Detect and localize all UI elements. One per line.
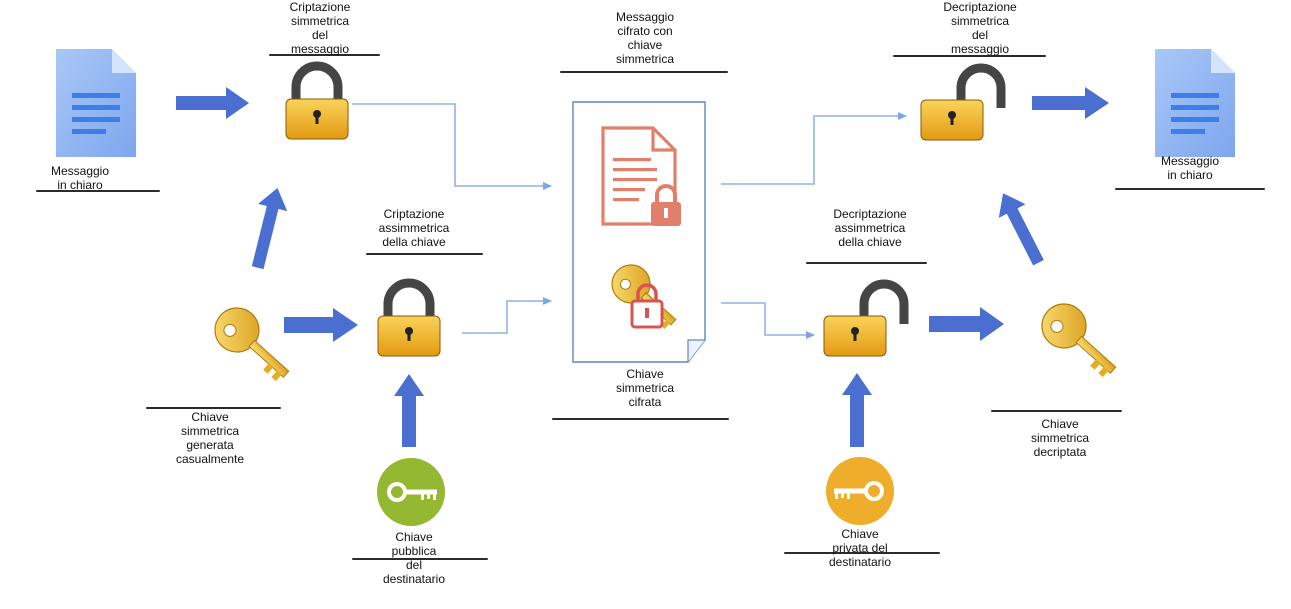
connector-sym-lock-to-envelope bbox=[352, 103, 552, 190]
flow-arrows bbox=[176, 87, 1109, 447]
document-icon bbox=[1155, 49, 1235, 157]
connector-envelope-to-asym-unlock bbox=[721, 302, 815, 339]
padlock-locked-icon bbox=[285, 61, 349, 140]
label-underline bbox=[366, 253, 483, 255]
padlock-open-icon bbox=[920, 63, 1006, 141]
label-underline bbox=[269, 54, 380, 56]
label-underline bbox=[893, 55, 1046, 57]
connector-asym-lock-to-envelope bbox=[462, 297, 552, 334]
golden-key-icon bbox=[1041, 303, 1117, 378]
label-underline bbox=[991, 410, 1122, 412]
arrow-key-up-to-sym-unlock bbox=[998, 193, 1044, 266]
label-underline bbox=[552, 418, 729, 420]
key-circle-icon bbox=[826, 457, 894, 525]
arrow-private-key-up bbox=[842, 373, 872, 447]
key-with-lock-icon bbox=[611, 264, 677, 329]
connector-envelope-to-sym-unlock bbox=[721, 112, 907, 185]
document-icon bbox=[56, 49, 136, 157]
arrow-key-to-asym-lock bbox=[284, 308, 358, 342]
arrow-public-key-up bbox=[394, 374, 424, 447]
label-underline bbox=[560, 71, 728, 73]
padlock-open-icon bbox=[823, 279, 909, 357]
label-underline bbox=[806, 262, 927, 264]
padlock-locked-icon bbox=[377, 278, 441, 357]
label-underline bbox=[1115, 188, 1265, 190]
label-underline bbox=[352, 558, 488, 560]
encrypted-document-icon bbox=[601, 126, 681, 226]
connector-lines bbox=[352, 103, 907, 339]
key-circle-icon bbox=[377, 458, 445, 526]
golden-key-icon bbox=[214, 307, 290, 382]
arrow-unlock-to-key bbox=[929, 307, 1004, 341]
arrow-unlock-to-doc bbox=[1032, 87, 1109, 119]
arrow-doc-to-sym-lock bbox=[176, 87, 249, 119]
arrow-key-up-to-sym-lock bbox=[251, 188, 288, 270]
label-underline bbox=[36, 190, 160, 192]
label-underline bbox=[784, 552, 940, 554]
label-underline bbox=[146, 407, 281, 409]
